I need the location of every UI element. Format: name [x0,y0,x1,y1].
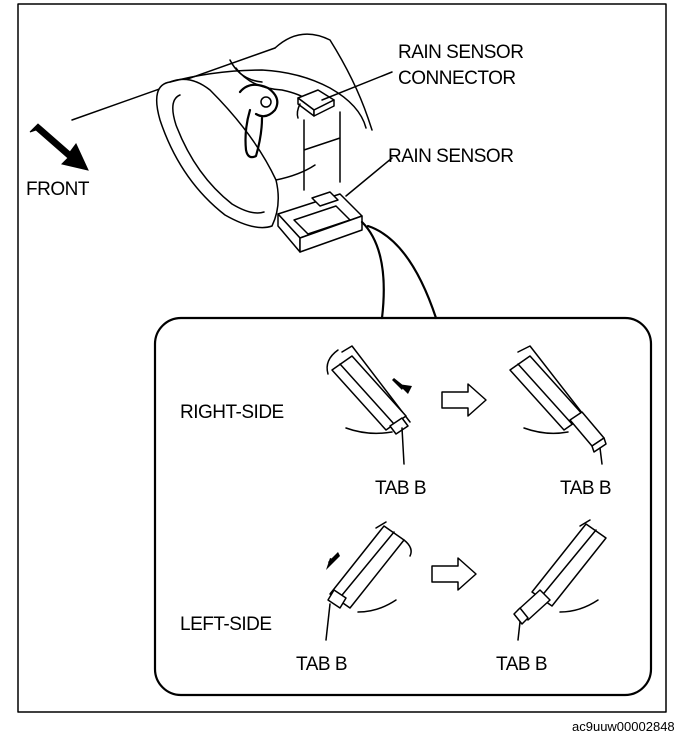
left-side-label: LEFT-SIDE [180,614,272,635]
tab-b-leader-left-1 [325,603,331,641]
connector-guide-lines [303,111,341,191]
right-side-sensor-after [509,345,607,453]
tab-b-label-right-1: TAB B [375,478,426,499]
figure-frame [17,3,667,713]
figure-code: ac9uuw00002848 [572,719,675,734]
front-arrow-icon [29,123,89,171]
left-side-step-arrow-icon [431,557,477,591]
mirror-mount-housing [155,69,367,229]
header-panel [274,33,373,131]
rain-sensor-leader-line [345,157,393,197]
rain-sensor-connector [296,89,335,119]
right-side-step-arrow-icon [441,383,487,417]
rain-sensor-connector-label-line2: CONNECTOR [398,68,516,89]
tab-b-leader-right-2 [599,447,603,465]
tab-b-leader-right-1 [401,427,405,465]
left-side-sensor-before [326,521,412,613]
connector-leader-line [321,71,393,101]
rain-sensor-label: RAIN SENSOR [388,146,513,167]
tab-b-label-right-2: TAB B [560,478,611,499]
right-side-sensor-before [326,345,412,435]
front-label: FRONT [26,179,90,200]
detail-box [153,316,653,697]
tab-b-label-left-2: TAB B [496,654,547,675]
tab-b-label-left-1: TAB B [296,654,347,675]
rain-sensor-body [277,191,363,253]
tab-b-leader-left-2 [517,621,521,641]
right-side-label: RIGHT-SIDE [180,402,284,423]
detail-callout-lines [360,220,438,320]
left-side-sensor-after [513,519,607,625]
rain-sensor-connector-label-line1: RAIN SENSOR [398,42,523,63]
